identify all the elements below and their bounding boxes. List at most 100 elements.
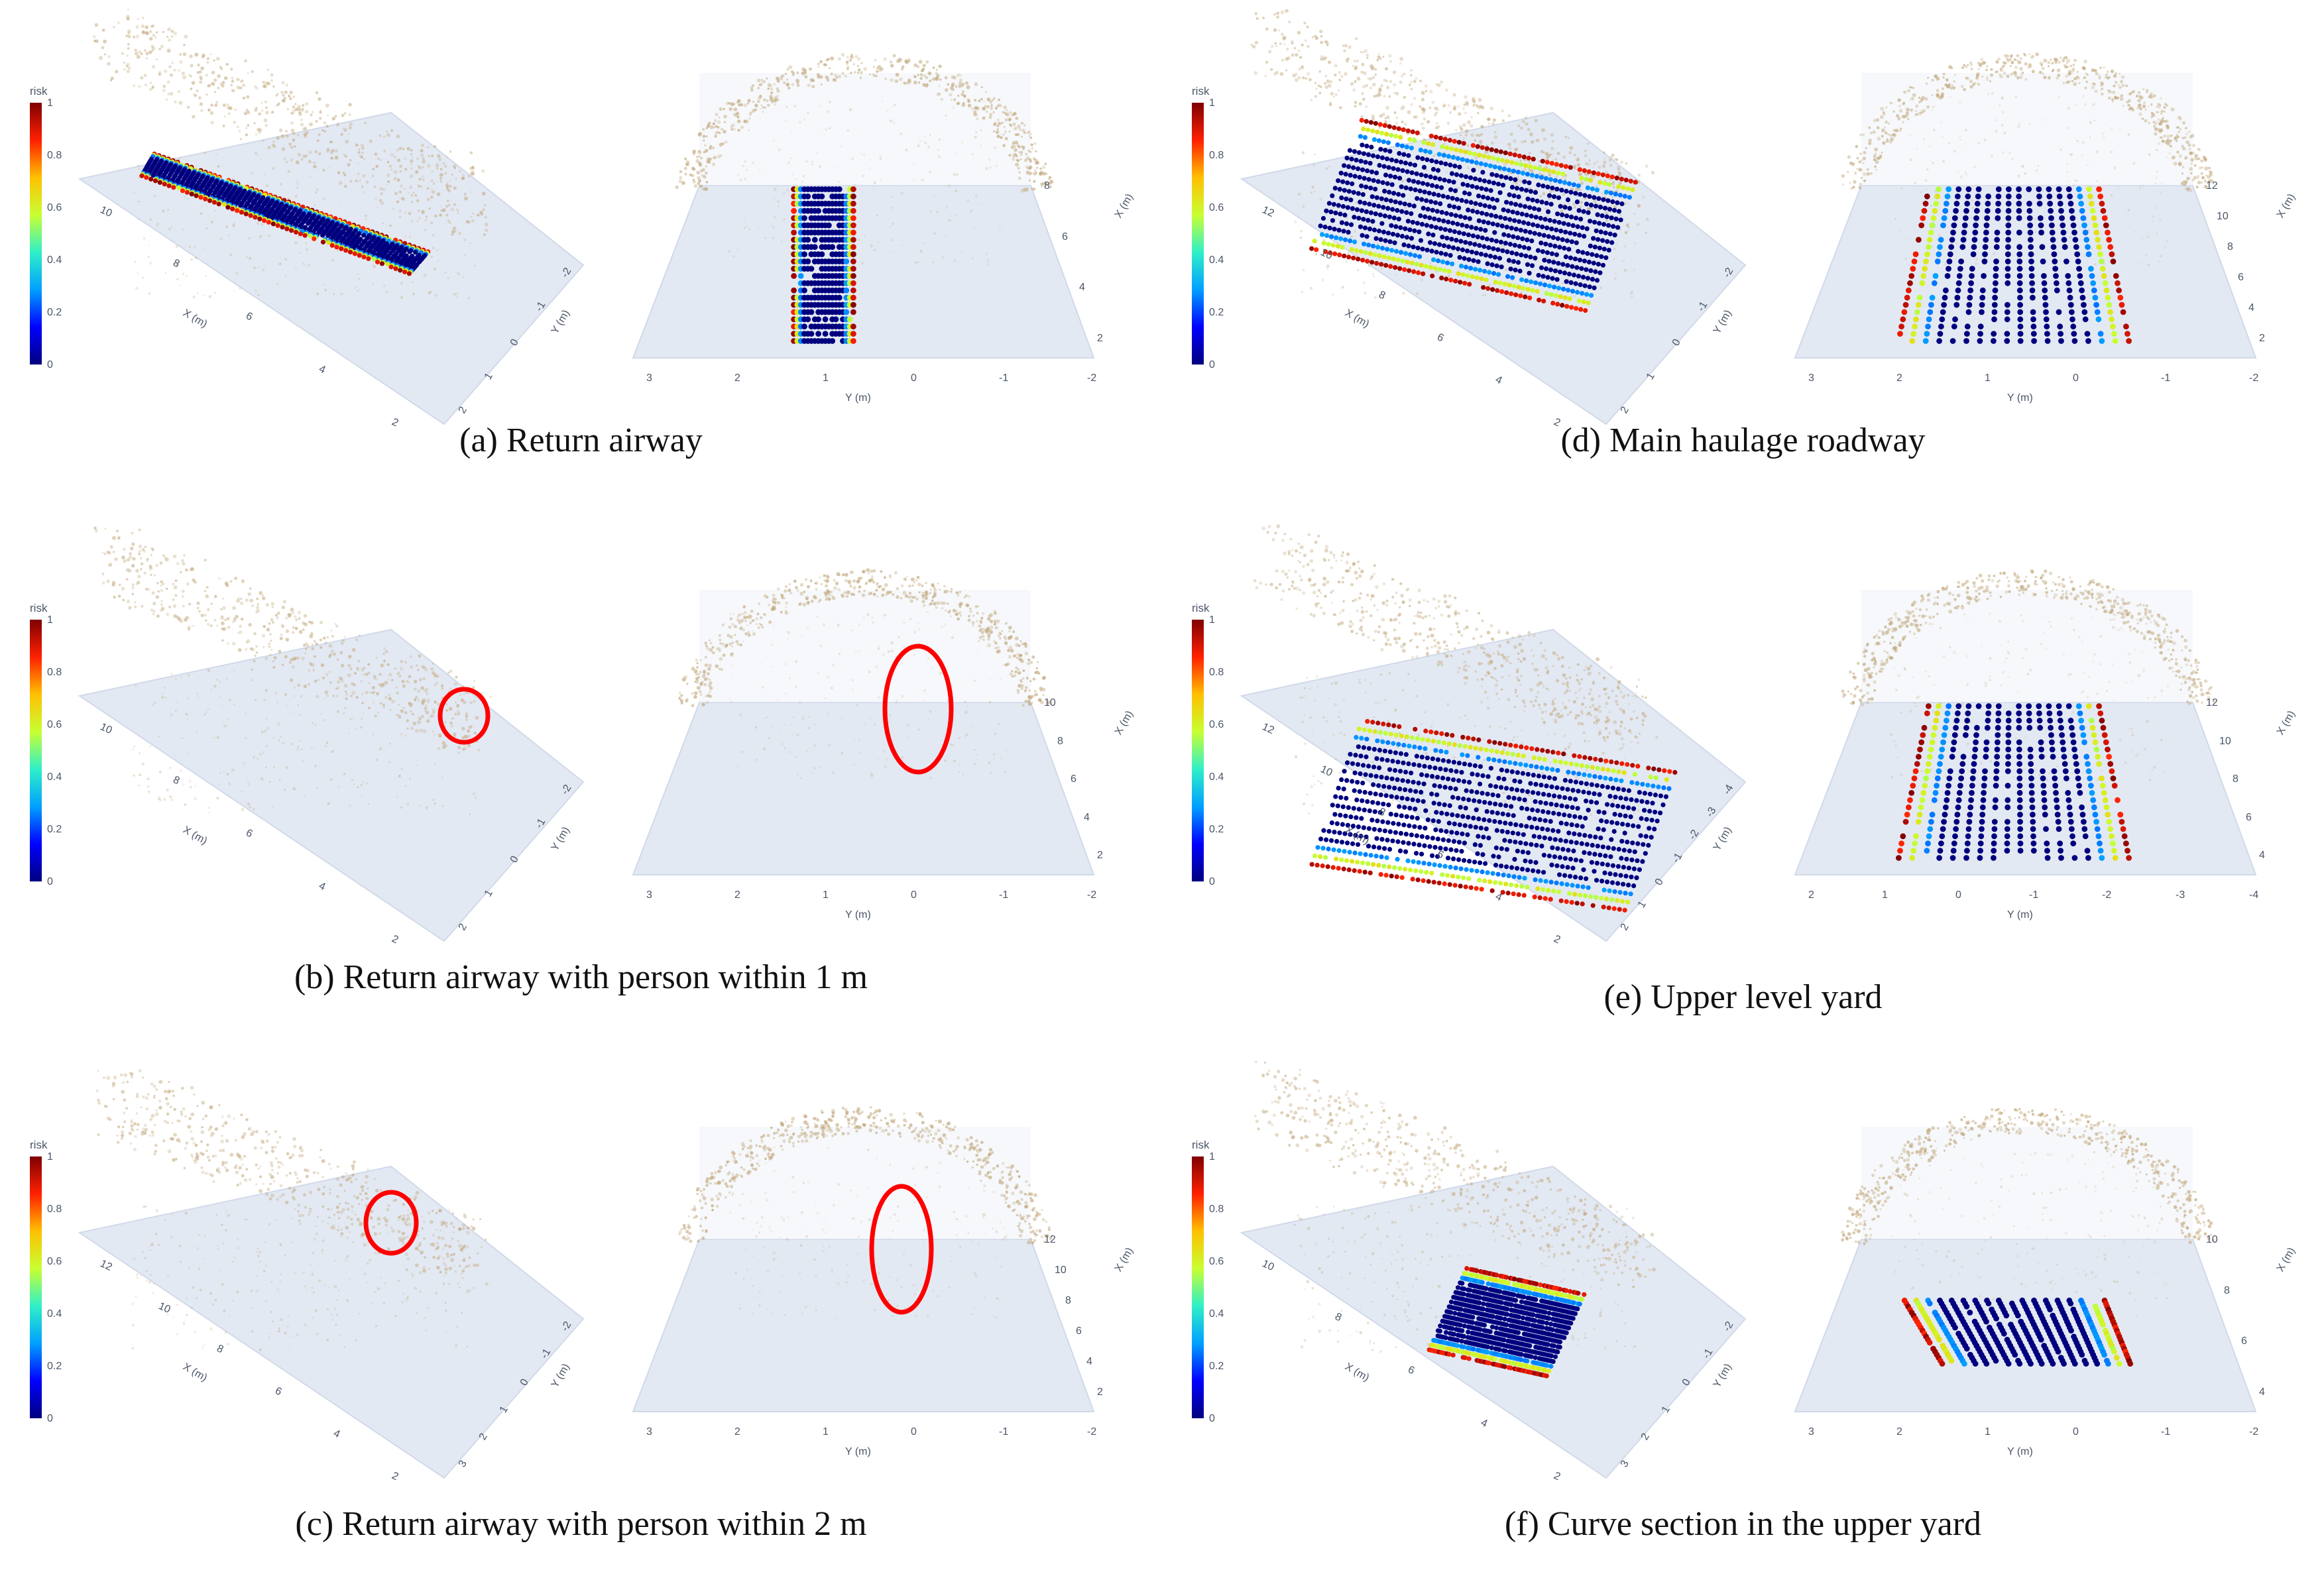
back-wall — [699, 73, 1031, 186]
panel-caption: (a) Return airway — [459, 422, 703, 459]
left-x-tick: 8 — [171, 257, 181, 270]
point-cloud — [93, 526, 492, 815]
point-cloud — [678, 1106, 1053, 1320]
right-y-axis-label: Y (m) — [2007, 909, 2033, 921]
colorbar-tick: 0 — [47, 876, 53, 887]
risk-points — [1426, 1266, 1587, 1379]
right-y-tick: -4 — [2249, 889, 2258, 901]
colorbar-tick: 0.2 — [47, 1361, 62, 1372]
point-cloud — [1841, 569, 2215, 783]
point-cloud — [1841, 52, 2214, 266]
colorbar-tick: 0 — [1209, 876, 1215, 887]
risk-points — [791, 186, 856, 344]
right-y-axis-label: Y (m) — [845, 392, 871, 404]
right-x-tick: 4 — [1084, 812, 1090, 823]
left-x-tick: 4 — [317, 363, 327, 376]
left-x-tick: 8 — [171, 774, 181, 787]
right-x-tick: 4 — [2259, 850, 2265, 861]
right-y-tick: 1 — [1985, 1426, 1991, 1437]
left-y-axis-label: Y (m) — [550, 825, 572, 853]
colorbar-title: risk — [30, 85, 48, 97]
colorbar-tick: 0.4 — [1209, 1308, 1224, 1320]
right-x-tick: 10 — [1044, 697, 1056, 708]
right-x-tick: 6 — [1076, 1325, 1082, 1337]
colorbar-tick: 0.2 — [47, 824, 62, 835]
right-y-tick: 1 — [1882, 889, 1888, 901]
left-x-tick: 8 — [1377, 806, 1387, 818]
left-x-tick: 10 — [1318, 247, 1334, 262]
panel-caption: (c) Return airway with person within 2 m — [295, 1505, 867, 1543]
panel-caption: (b) Return airway with person within 1 m — [294, 958, 868, 996]
colorbar-gradient — [1192, 620, 1204, 881]
right-y-tick: 0 — [911, 1426, 917, 1437]
left-x-tick: 2 — [390, 933, 400, 946]
right-y-tick: -1 — [999, 889, 1008, 901]
right-y-tick: 0 — [2073, 1426, 2079, 1437]
floor-plane — [78, 628, 585, 942]
colorbar-tick: 0.6 — [47, 202, 62, 213]
left-y-tick: 3 — [1619, 1459, 1631, 1469]
right-x-tick: 10 — [2219, 736, 2231, 747]
right-y-tick: -3 — [2176, 889, 2185, 901]
left-y-axis-label: Y (m) — [1712, 825, 1734, 853]
colorbar-tick: 0.6 — [1209, 719, 1224, 730]
colorbar-tick: 1 — [1209, 614, 1215, 626]
back-wall — [699, 590, 1031, 703]
left-x-axis-label: X (m) — [181, 824, 209, 847]
right-x-tick: 8 — [2224, 1285, 2230, 1296]
right-y-axis-label: Y (m) — [845, 909, 871, 921]
colorbar-gradient — [30, 103, 42, 365]
colorbar-tick: 0.4 — [47, 771, 62, 783]
right-y-tick: -2 — [2249, 1426, 2258, 1437]
floor-plane — [632, 1239, 1095, 1412]
left-x-tick: 6 — [244, 310, 254, 323]
right-y-tick: -1 — [2161, 1426, 2170, 1437]
right-x-tick: 4 — [2248, 302, 2254, 313]
colorbar-title: risk — [30, 602, 48, 614]
left-y-tick: 2 — [457, 405, 469, 416]
floor-plane — [632, 702, 1095, 875]
right-y-tick: 3 — [1808, 372, 1814, 384]
right-y-tick: 2 — [734, 372, 740, 384]
left-x-tick: 10 — [1260, 1258, 1275, 1273]
colorbar-gradient — [30, 620, 42, 881]
right-y-tick: 2 — [1808, 889, 1814, 901]
right-x-axis-label: X (m) — [2275, 1246, 2297, 1274]
right-y-tick: 1 — [823, 889, 829, 901]
colorbar-tick: 1 — [1209, 1151, 1215, 1162]
left-x-tick: 10 — [98, 721, 113, 736]
left-x-axis-label: X (m) — [181, 1361, 209, 1384]
right-y-tick: -1 — [999, 1426, 1008, 1437]
left-x-tick: 4 — [317, 880, 327, 893]
right-x-tick: 8 — [2233, 773, 2238, 785]
left-x-tick: 6 — [273, 1385, 283, 1398]
right-x-axis-label: X (m) — [2275, 192, 2297, 220]
right-x-tick: 2 — [1097, 1386, 1103, 1398]
colorbar-tick: 0 — [1209, 1413, 1215, 1424]
right-x-axis-label: X (m) — [1113, 192, 1135, 220]
right-y-tick: 1 — [823, 1426, 829, 1437]
right-y-tick: 1 — [823, 372, 829, 384]
right-y-tick: -1 — [2029, 889, 2038, 901]
right-y-tick: -2 — [2249, 372, 2258, 384]
right-x-tick: 6 — [2241, 1335, 2247, 1347]
left-x-tick: 12 — [1260, 204, 1275, 219]
colorbar-tick: 0.4 — [1209, 771, 1224, 783]
risk-points — [1309, 117, 1638, 313]
right-x-tick: 8 — [1057, 736, 1063, 747]
point-cloud — [1253, 524, 1658, 816]
